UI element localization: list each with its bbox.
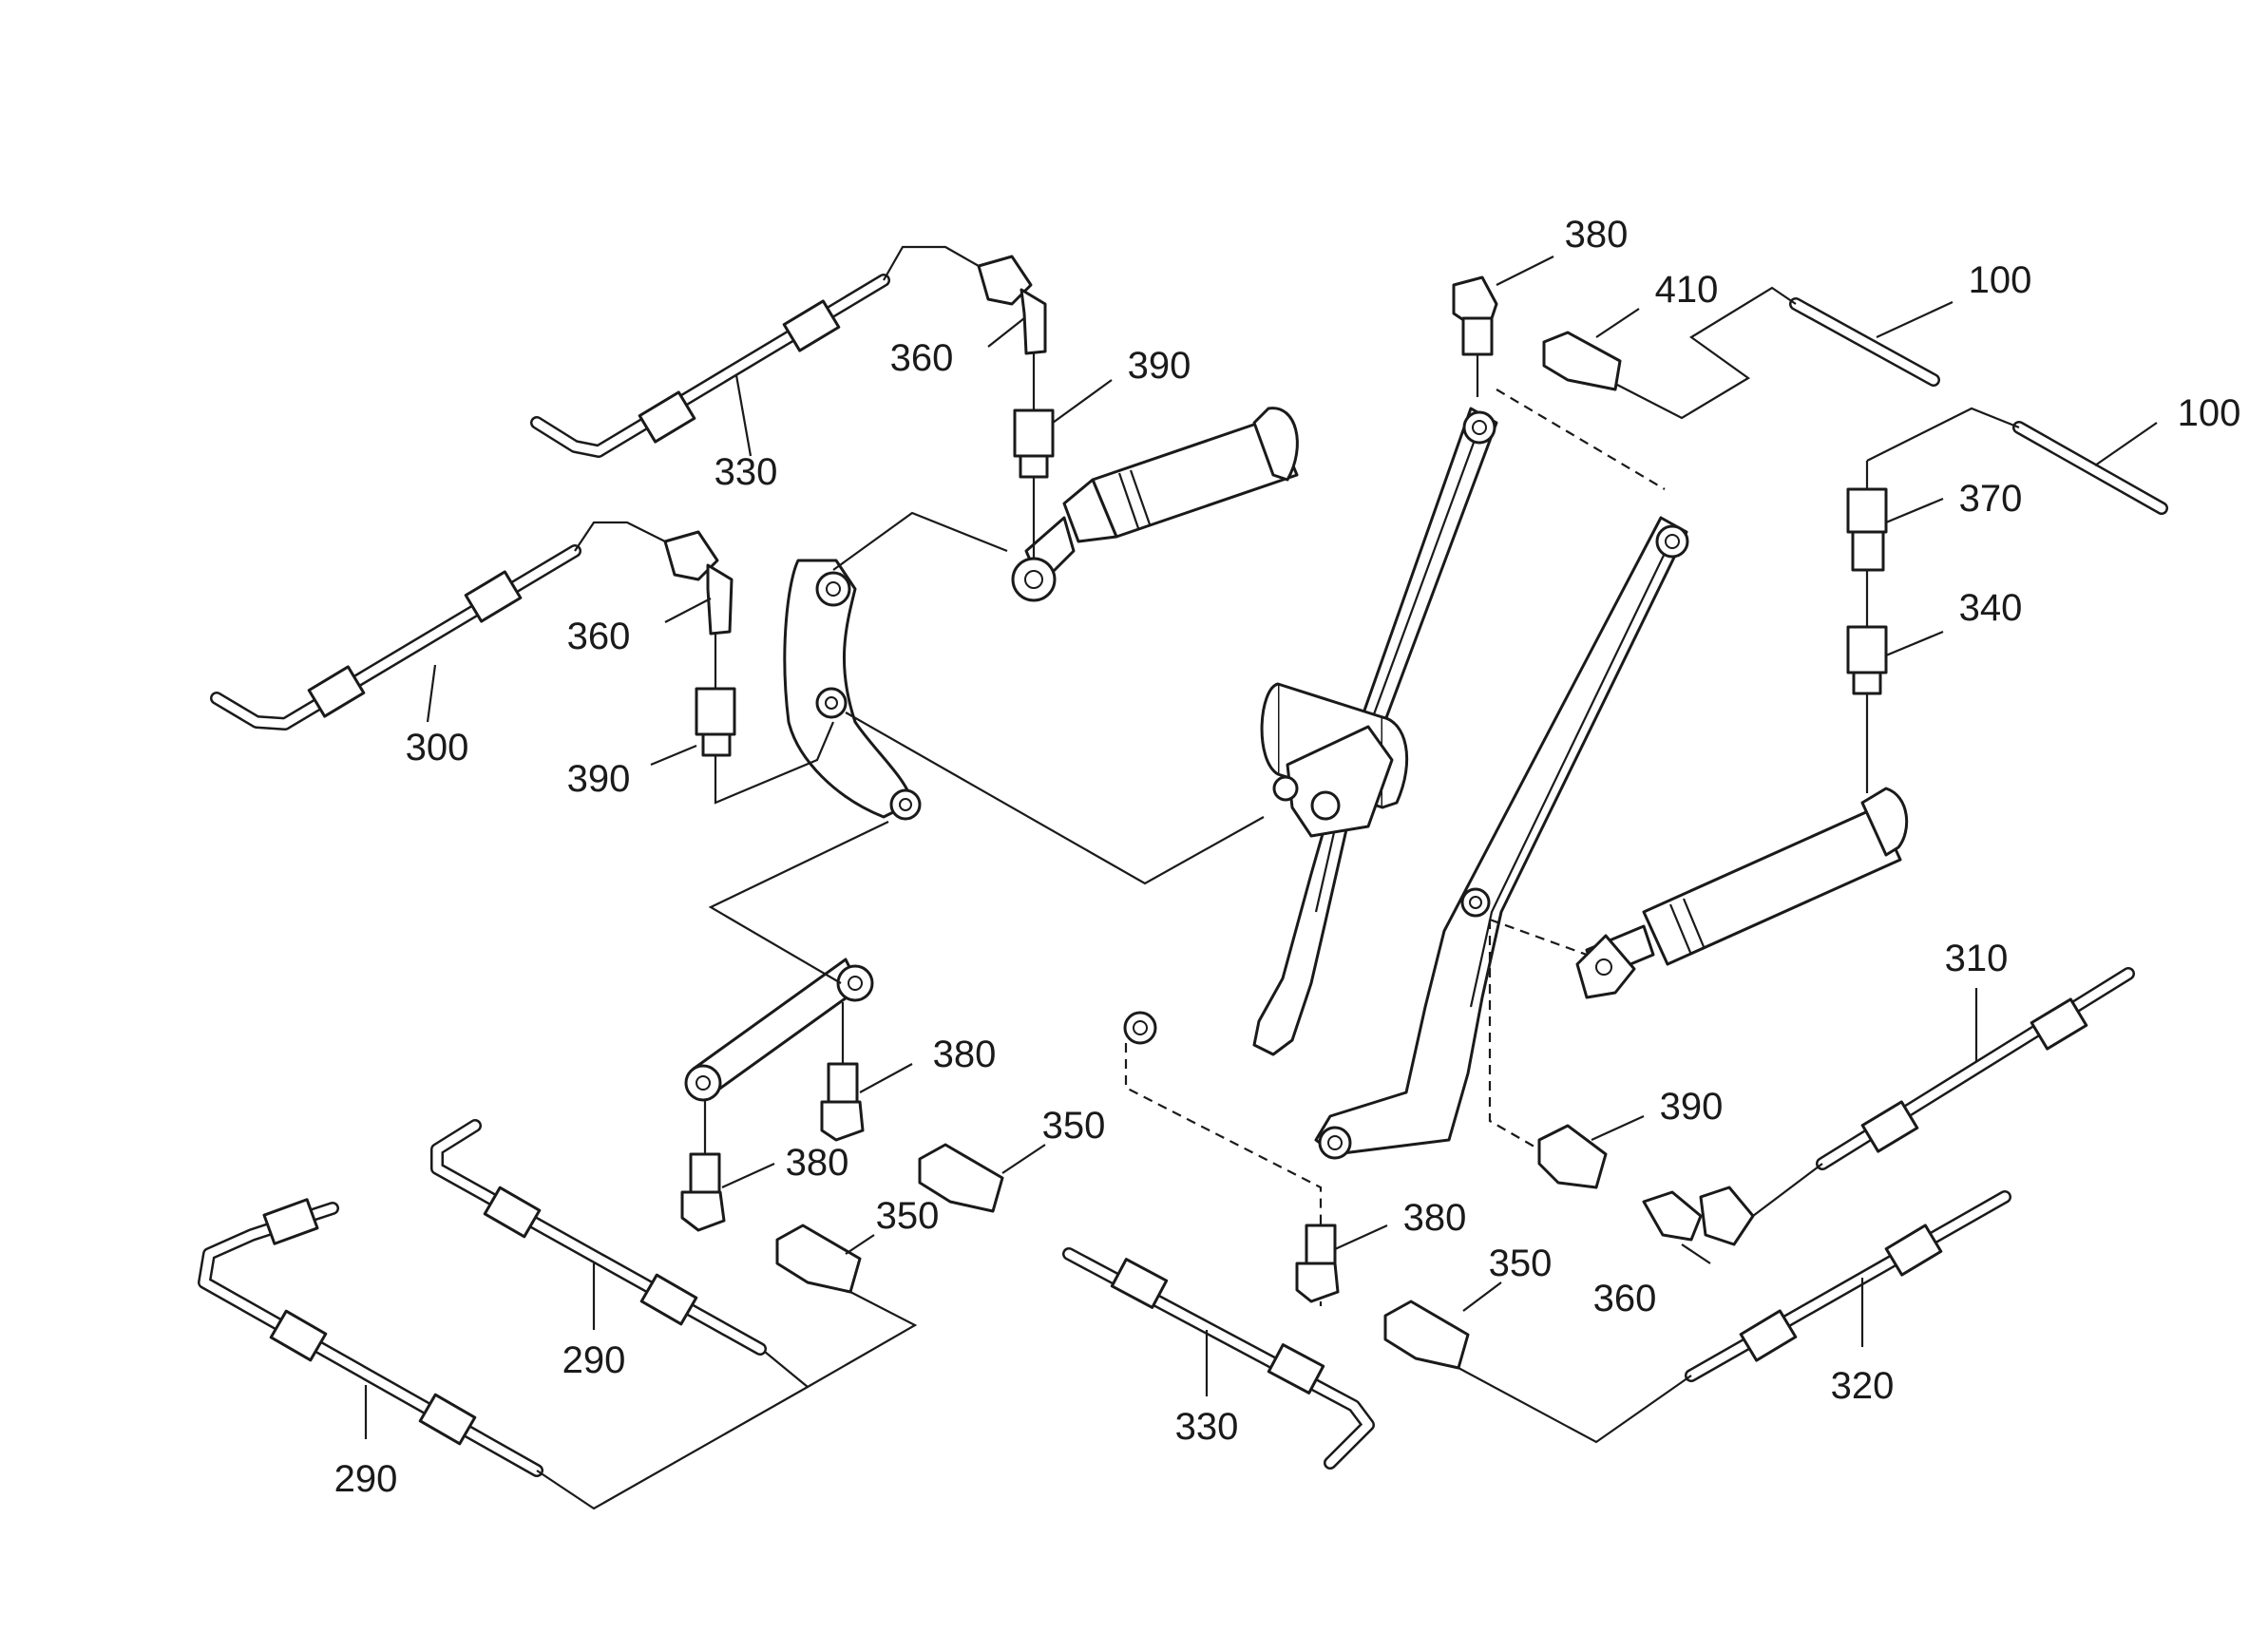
fitting-380-arm-bottom (1295, 1224, 1340, 1303)
fitting-340 (1846, 625, 1888, 695)
bell-crank (783, 559, 922, 821)
lift-arm-frame (1123, 407, 1689, 1160)
callout-350-upper: 350 (1042, 1105, 1106, 1147)
callout-100-lower: 100 (2178, 392, 2241, 434)
fitting-360-upper (977, 255, 1047, 355)
callout-410: 410 (1655, 269, 1719, 311)
callout-320: 320 (1831, 1365, 1895, 1407)
callout-290-lower: 290 (334, 1458, 398, 1500)
tube-100-upper (1789, 297, 1940, 387)
callout-330-lower: 330 (1175, 1406, 1239, 1448)
callout-360-right: 360 (1593, 1278, 1657, 1319)
link-bar (684, 958, 874, 1102)
callout-290-upper: 290 (562, 1339, 626, 1381)
callout-360-upper: 360 (890, 337, 954, 379)
callout-390-right: 390 (1660, 1086, 1724, 1128)
fitting-380-top (1452, 275, 1498, 356)
callout-370: 370 (1959, 478, 2023, 520)
upper-hydraulic-cylinder (1011, 407, 1299, 602)
pipe-320 (1685, 1190, 2011, 1382)
callout-350-lower: 350 (876, 1195, 940, 1237)
lower-hydraulic-cylinder (1575, 787, 1909, 999)
callout-330-upper: 330 (715, 451, 778, 493)
fitting-390-mid (695, 687, 736, 757)
fitting-380-link-right (820, 1062, 865, 1142)
callout-390-upper: 390 (1128, 345, 1191, 387)
callout-390-mid: 390 (567, 758, 631, 800)
fitting-350-lower (775, 1224, 862, 1294)
callout-380-link-right: 380 (933, 1034, 997, 1075)
fitting-350-upper (918, 1143, 1004, 1213)
fitting-360-right (1642, 1186, 1755, 1246)
pipe-290-lower (198, 1198, 543, 1477)
callout-300: 300 (406, 727, 469, 769)
pipe-290-upper (430, 1119, 767, 1356)
pipe-300 (210, 544, 581, 731)
fitting-370 (1846, 487, 1888, 572)
fitting-350-right (1383, 1300, 1470, 1370)
pipe-330-lower (1062, 1247, 1375, 1470)
tube-100-lower (2012, 421, 2168, 515)
callout-380-top: 380 (1565, 214, 1629, 256)
callout-340: 340 (1959, 587, 2023, 629)
fitting-380-link-left (680, 1152, 726, 1232)
leader-lines (364, 256, 2158, 1439)
callout-380-arm-bottom: 380 (1403, 1197, 1467, 1239)
pipe-310 (1816, 967, 2135, 1170)
connection-lines (536, 245, 2020, 1510)
callout-310: 310 (1945, 938, 2009, 979)
callout-100-upper: 100 (1969, 259, 2032, 301)
fitting-360-mid (663, 530, 734, 636)
callout-labels: 330 360 390 300 360 390 380 410 100 100 … (334, 214, 2241, 1500)
callout-350-right: 350 (1489, 1243, 1553, 1284)
pipe-330-upper (530, 274, 890, 458)
callout-380-link-left: 380 (786, 1142, 849, 1184)
fitting-410 (1542, 331, 1622, 391)
fitting-390-right (1537, 1124, 1608, 1189)
fitting-390-upper (1013, 408, 1055, 479)
callout-360-mid: 360 (567, 616, 631, 657)
